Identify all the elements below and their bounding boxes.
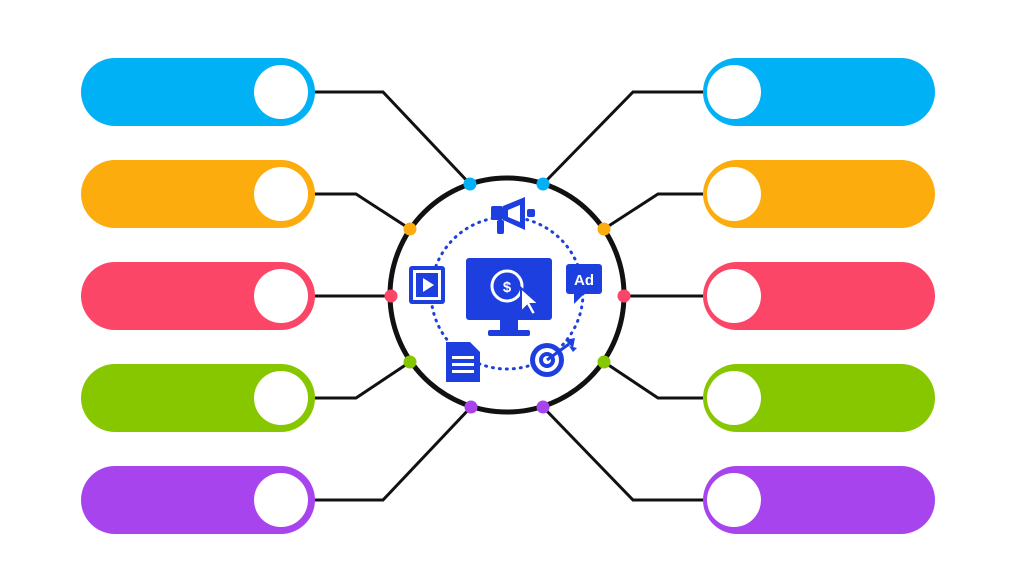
left-pill-bar (81, 262, 315, 330)
monitor-dollar-cursor-icon: $ (466, 258, 552, 336)
video-play-icon (409, 266, 445, 304)
connection-dots (384, 177, 631, 414)
dollar-sign: $ (503, 279, 512, 296)
left-connector-line (314, 360, 411, 400)
right-pill-purple (703, 466, 935, 534)
left-pill-green (81, 364, 315, 432)
left-pill-bar (81, 160, 315, 228)
target-arrow-icon (530, 338, 577, 377)
right-connection-dot-cyan (536, 177, 550, 191)
left-pill-circle (254, 167, 308, 221)
right-pill-circle (707, 269, 761, 323)
right-pill-column (703, 58, 935, 534)
right-pill-red (703, 262, 935, 330)
left-pill-bar (81, 58, 315, 126)
ad-text: Ad (574, 272, 594, 289)
left-connector-line (314, 405, 473, 502)
right-pill-circle (707, 473, 761, 527)
right-pill-circle (707, 167, 761, 221)
left-pill-circle (254, 65, 308, 119)
right-connector-line (541, 405, 703, 502)
right-connection-dot-purple (536, 400, 550, 414)
document-icon (446, 342, 480, 382)
megaphone-icon (491, 197, 535, 234)
left-connection-dot-orange (403, 222, 417, 236)
left-pill-cyan (81, 58, 315, 126)
left-pill-orange (81, 160, 315, 228)
ad-badge-icon: Ad (566, 264, 602, 304)
right-connection-dot-red (617, 289, 631, 303)
left-connection-dot-purple (464, 400, 478, 414)
right-connection-dot-green (597, 355, 611, 369)
right-pill-green (703, 364, 935, 432)
left-pill-purple (81, 466, 315, 534)
left-connection-dot-cyan (463, 177, 477, 191)
right-pill-bar (703, 262, 935, 330)
left-pill-circle (254, 269, 308, 323)
right-pill-circle (707, 65, 761, 119)
right-pill-bar (703, 160, 935, 228)
left-pill-column (81, 58, 315, 534)
right-connector-line (603, 192, 703, 231)
left-connector-line (314, 192, 411, 231)
right-pill-cyan (703, 58, 935, 126)
right-pill-orange (703, 160, 935, 228)
left-pill-bar (81, 466, 315, 534)
right-connector-line (603, 360, 703, 400)
left-pill-bar (81, 364, 315, 432)
right-connection-dot-orange (597, 222, 611, 236)
left-connection-dot-green (403, 355, 417, 369)
right-pill-circle (707, 371, 761, 425)
left-pill-red (81, 262, 315, 330)
left-connection-dot-red (384, 289, 398, 303)
left-pill-circle (254, 473, 308, 527)
right-connector-line (541, 90, 703, 186)
right-pill-bar (703, 466, 935, 534)
left-connector-line (314, 90, 472, 186)
right-pill-bar (703, 364, 935, 432)
left-pill-circle (254, 371, 308, 425)
connector-lines (314, 90, 703, 502)
right-pill-bar (703, 58, 935, 126)
